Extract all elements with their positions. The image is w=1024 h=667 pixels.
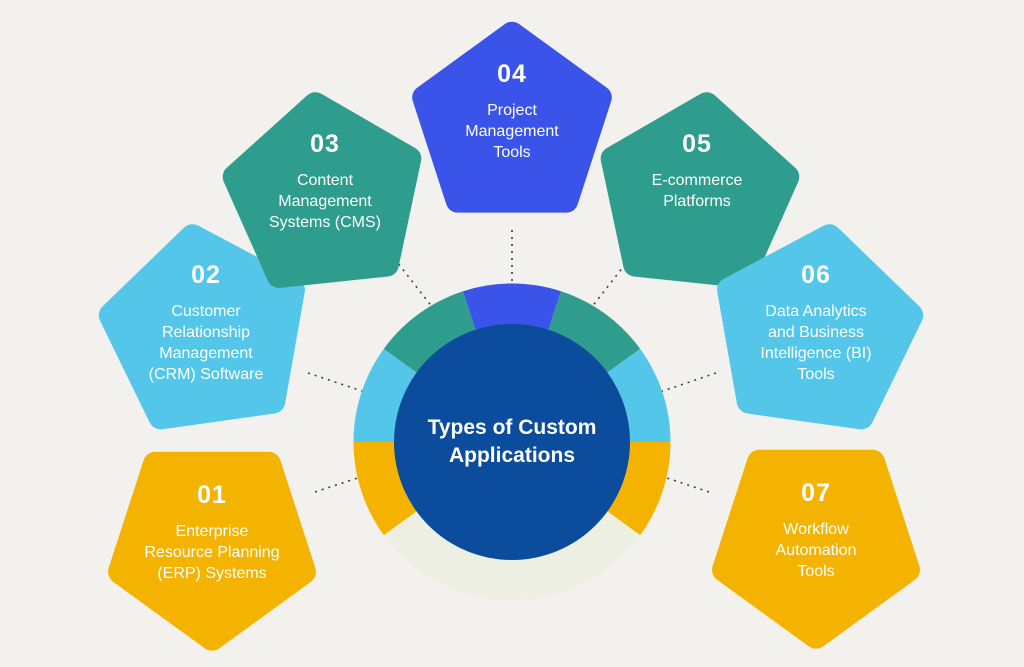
- pentagon-01-shape: [108, 451, 316, 651]
- ring-segment-06: [606, 348, 671, 443]
- item-label: Content Management Systems (CMS): [269, 172, 381, 232]
- pentagon-02: 02 Customer Relationship Management (CRM…: [81, 207, 331, 457]
- pentagon-03-shape: [222, 92, 422, 288]
- ring-segment-base: [383, 510, 641, 601]
- pentagon-04-shape: [412, 21, 612, 213]
- item-label: Customer Relationship Management (CRM) S…: [148, 303, 264, 384]
- pentagon-05-polygon: [600, 92, 800, 288]
- pentagon-05: 05 E-commerce Platforms: [577, 76, 817, 316]
- pentagon-05-shape: [600, 92, 800, 288]
- item-number: 05: [682, 130, 712, 158]
- item-label: E-commerce Platforms: [651, 172, 743, 211]
- item-number: 01: [197, 481, 227, 509]
- ring-segment-01: [353, 441, 418, 536]
- pentagon-06-shape: [717, 224, 924, 430]
- center-circle: [394, 324, 630, 560]
- pentagon-06-polygon: [717, 224, 924, 430]
- pentagon-01-polygon: [108, 451, 316, 651]
- center-title: Types of Custom Applications: [427, 415, 597, 467]
- item-label: Workflow Automation Tools: [775, 521, 857, 581]
- item-number: 07: [801, 479, 831, 507]
- ring-segment-02: [353, 348, 418, 443]
- center-title-wrap: Types of Custom Applications: [394, 324, 630, 560]
- pentagon-01: 01 Enterprise Resource Planning (ERP) Sy…: [87, 417, 337, 667]
- pentagon-03: 03 Content Management Systems (CMS): [205, 76, 445, 316]
- item-number: 06: [801, 261, 831, 289]
- pentagon-04: 04 Project Management Tools: [392, 6, 632, 246]
- pentagon-04-polygon: [412, 21, 612, 213]
- ring-segment-03: [383, 291, 477, 374]
- pentagon-07-polygon: [712, 449, 920, 649]
- ring-segment-05: [547, 291, 641, 374]
- pentagon-06: 06 Data Analytics and Business Intellige…: [691, 207, 941, 457]
- item-number: 02: [191, 261, 221, 289]
- ring-segment-04: [463, 283, 561, 331]
- pentagon-03-polygon: [222, 92, 422, 288]
- item-label: Project Management Tools: [465, 102, 559, 162]
- item-label: Data Analytics and Business Intelligence…: [760, 303, 872, 384]
- item-number: 03: [310, 130, 340, 158]
- pentagon-07-shape: [712, 449, 920, 649]
- item-number: 04: [497, 60, 527, 88]
- ring-segment-07: [606, 441, 671, 536]
- pentagon-07: 07 Workflow Automation Tools: [691, 415, 941, 665]
- item-label: Enterprise Resource Planning (ERP) Syste…: [144, 523, 280, 583]
